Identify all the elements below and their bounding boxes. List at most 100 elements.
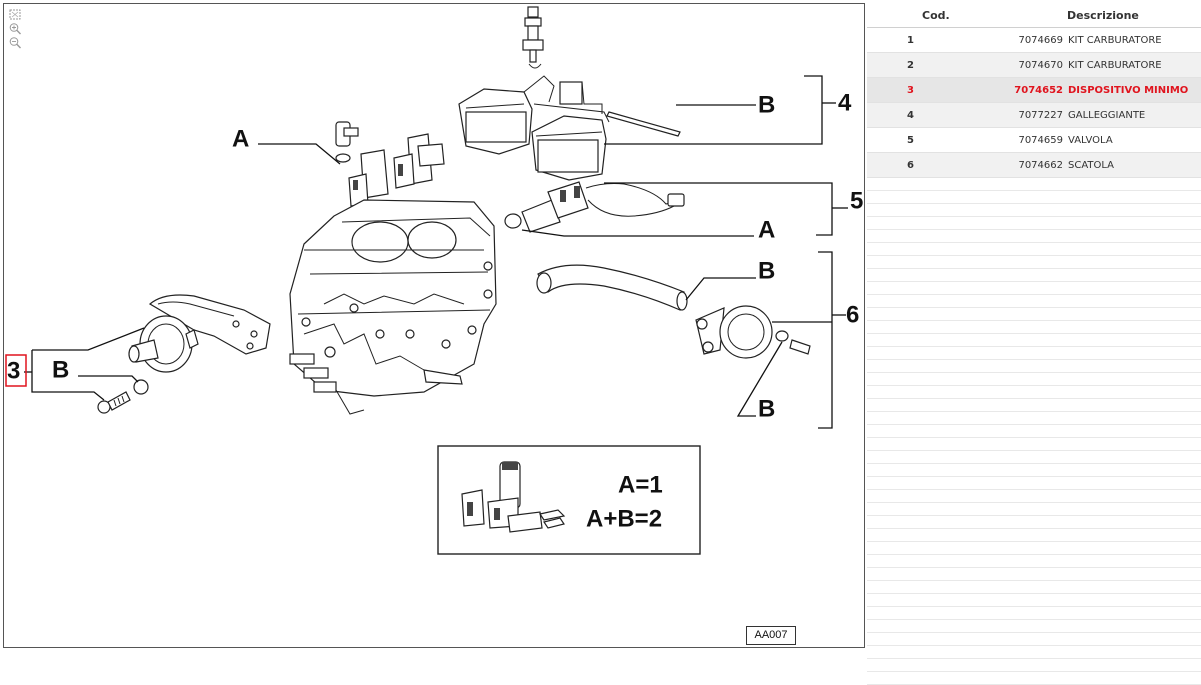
table-row[interactable]: 4 7077227 GALLEGGIANTE [867, 103, 1201, 128]
empty-row [867, 334, 1201, 347]
table-row[interactable]: 5 7074659 VALVOLA [867, 128, 1201, 153]
empty-row [867, 672, 1201, 685]
washer-part [133, 379, 149, 395]
empty-row [867, 243, 1201, 256]
empty-row [867, 425, 1201, 438]
row-description: SCATOLA [1068, 160, 1115, 171]
callout-b-top: B [758, 91, 775, 118]
empty-row [867, 646, 1201, 659]
table-row[interactable]: 2 7074670 KIT CARBURATORE [867, 53, 1201, 78]
empty-row [867, 503, 1201, 516]
empty-row [867, 620, 1201, 633]
table-row[interactable]: 1 7074669 KIT CARBURATORE [867, 28, 1201, 53]
empty-row [867, 477, 1201, 490]
fit-icon[interactable] [8, 8, 22, 21]
table-header: Cod. Descrizione [867, 3, 1201, 28]
table-row[interactable]: 3 7074652 DISPOSITIVO MINIMO [867, 78, 1201, 103]
empty-row [867, 373, 1201, 386]
row-number: 6 [907, 160, 914, 171]
empty-row [867, 490, 1201, 503]
row-description: GALLEGGIANTE [1068, 110, 1146, 121]
empty-row [867, 516, 1201, 529]
legend-box: A=1 A+B=2 [437, 445, 701, 555]
row-code: 7074659 [1018, 135, 1063, 146]
empty-row [867, 204, 1201, 217]
row-number: 2 [907, 60, 914, 71]
callout-4: 4 [838, 89, 852, 116]
table-empty-area [867, 178, 1201, 685]
diagram-viewer[interactable]: B 4 A [3, 3, 865, 648]
empty-row [867, 607, 1201, 620]
empty-row [867, 659, 1201, 672]
row-description: VALVOLA [1068, 135, 1113, 146]
empty-row [867, 451, 1201, 464]
empty-row [867, 308, 1201, 321]
empty-row [867, 230, 1201, 243]
row-code: 7074652 [1014, 85, 1063, 96]
callout-b-left: B [52, 356, 69, 383]
callout-b-low: B [758, 395, 775, 422]
row-number: 1 [907, 35, 914, 46]
empty-row [867, 438, 1201, 451]
legend-line-2: A+B=2 [586, 505, 662, 532]
idle-device-part [128, 294, 271, 373]
hose-part [537, 264, 685, 311]
row-description: DISPOSITIVO MINIMO [1068, 85, 1189, 96]
float-pair-part [458, 75, 681, 181]
callout-6: 6 [846, 301, 859, 328]
callout-a-right: A [758, 216, 775, 243]
empty-row [867, 347, 1201, 360]
callout-a-top: A [232, 125, 249, 152]
row-number: 4 [907, 110, 914, 121]
carburettor-body [289, 199, 497, 415]
callout-b-mid: B [758, 257, 775, 284]
top-fitting-part [522, 6, 544, 69]
empty-row [867, 295, 1201, 308]
jet-parts [335, 121, 445, 207]
zoom-in-icon[interactable] [8, 22, 22, 35]
empty-row [867, 412, 1201, 425]
empty-row [867, 555, 1201, 568]
header-description[interactable]: Descrizione [1067, 9, 1139, 22]
row-code: 7074669 [1018, 35, 1063, 46]
empty-row [867, 269, 1201, 282]
row-number: 5 [907, 135, 914, 146]
empty-row [867, 542, 1201, 555]
selected-callout-highlight [5, 354, 27, 387]
empty-row [867, 529, 1201, 542]
empty-row [867, 360, 1201, 373]
row-number: 3 [907, 85, 914, 96]
exploded-parts-drawing: B 4 A [5, 6, 863, 555]
row-code: 7077227 [1018, 110, 1063, 121]
row-description: KIT CARBURATORE [1068, 60, 1162, 71]
empty-row [867, 217, 1201, 230]
empty-row [867, 282, 1201, 295]
zoom-out-icon[interactable] [8, 36, 22, 49]
zoom-toolbar [8, 8, 26, 50]
capsule-part [695, 305, 811, 359]
empty-row [867, 321, 1201, 334]
row-description: KIT CARBURATORE [1068, 35, 1162, 46]
empty-row [867, 178, 1201, 191]
valve-part [504, 181, 685, 233]
empty-row [867, 399, 1201, 412]
screw-left-part [97, 391, 131, 414]
empty-row [867, 464, 1201, 477]
table-row[interactable]: 6 7074662 SCATOLA [867, 153, 1201, 178]
empty-row [867, 386, 1201, 399]
callout-3[interactable]: 3 [7, 357, 20, 384]
row-code: 7074670 [1018, 60, 1063, 71]
header-code[interactable]: Cod. [922, 9, 950, 22]
empty-row [867, 256, 1201, 269]
empty-row [867, 594, 1201, 607]
drawing-reference-code: AA007 [746, 626, 796, 645]
empty-row [867, 633, 1201, 646]
empty-row [867, 191, 1201, 204]
empty-row [867, 568, 1201, 581]
legend-line-1: A=1 [618, 471, 663, 498]
callout-5: 5 [850, 187, 863, 214]
empty-row [867, 581, 1201, 594]
row-code: 7074662 [1018, 160, 1063, 171]
